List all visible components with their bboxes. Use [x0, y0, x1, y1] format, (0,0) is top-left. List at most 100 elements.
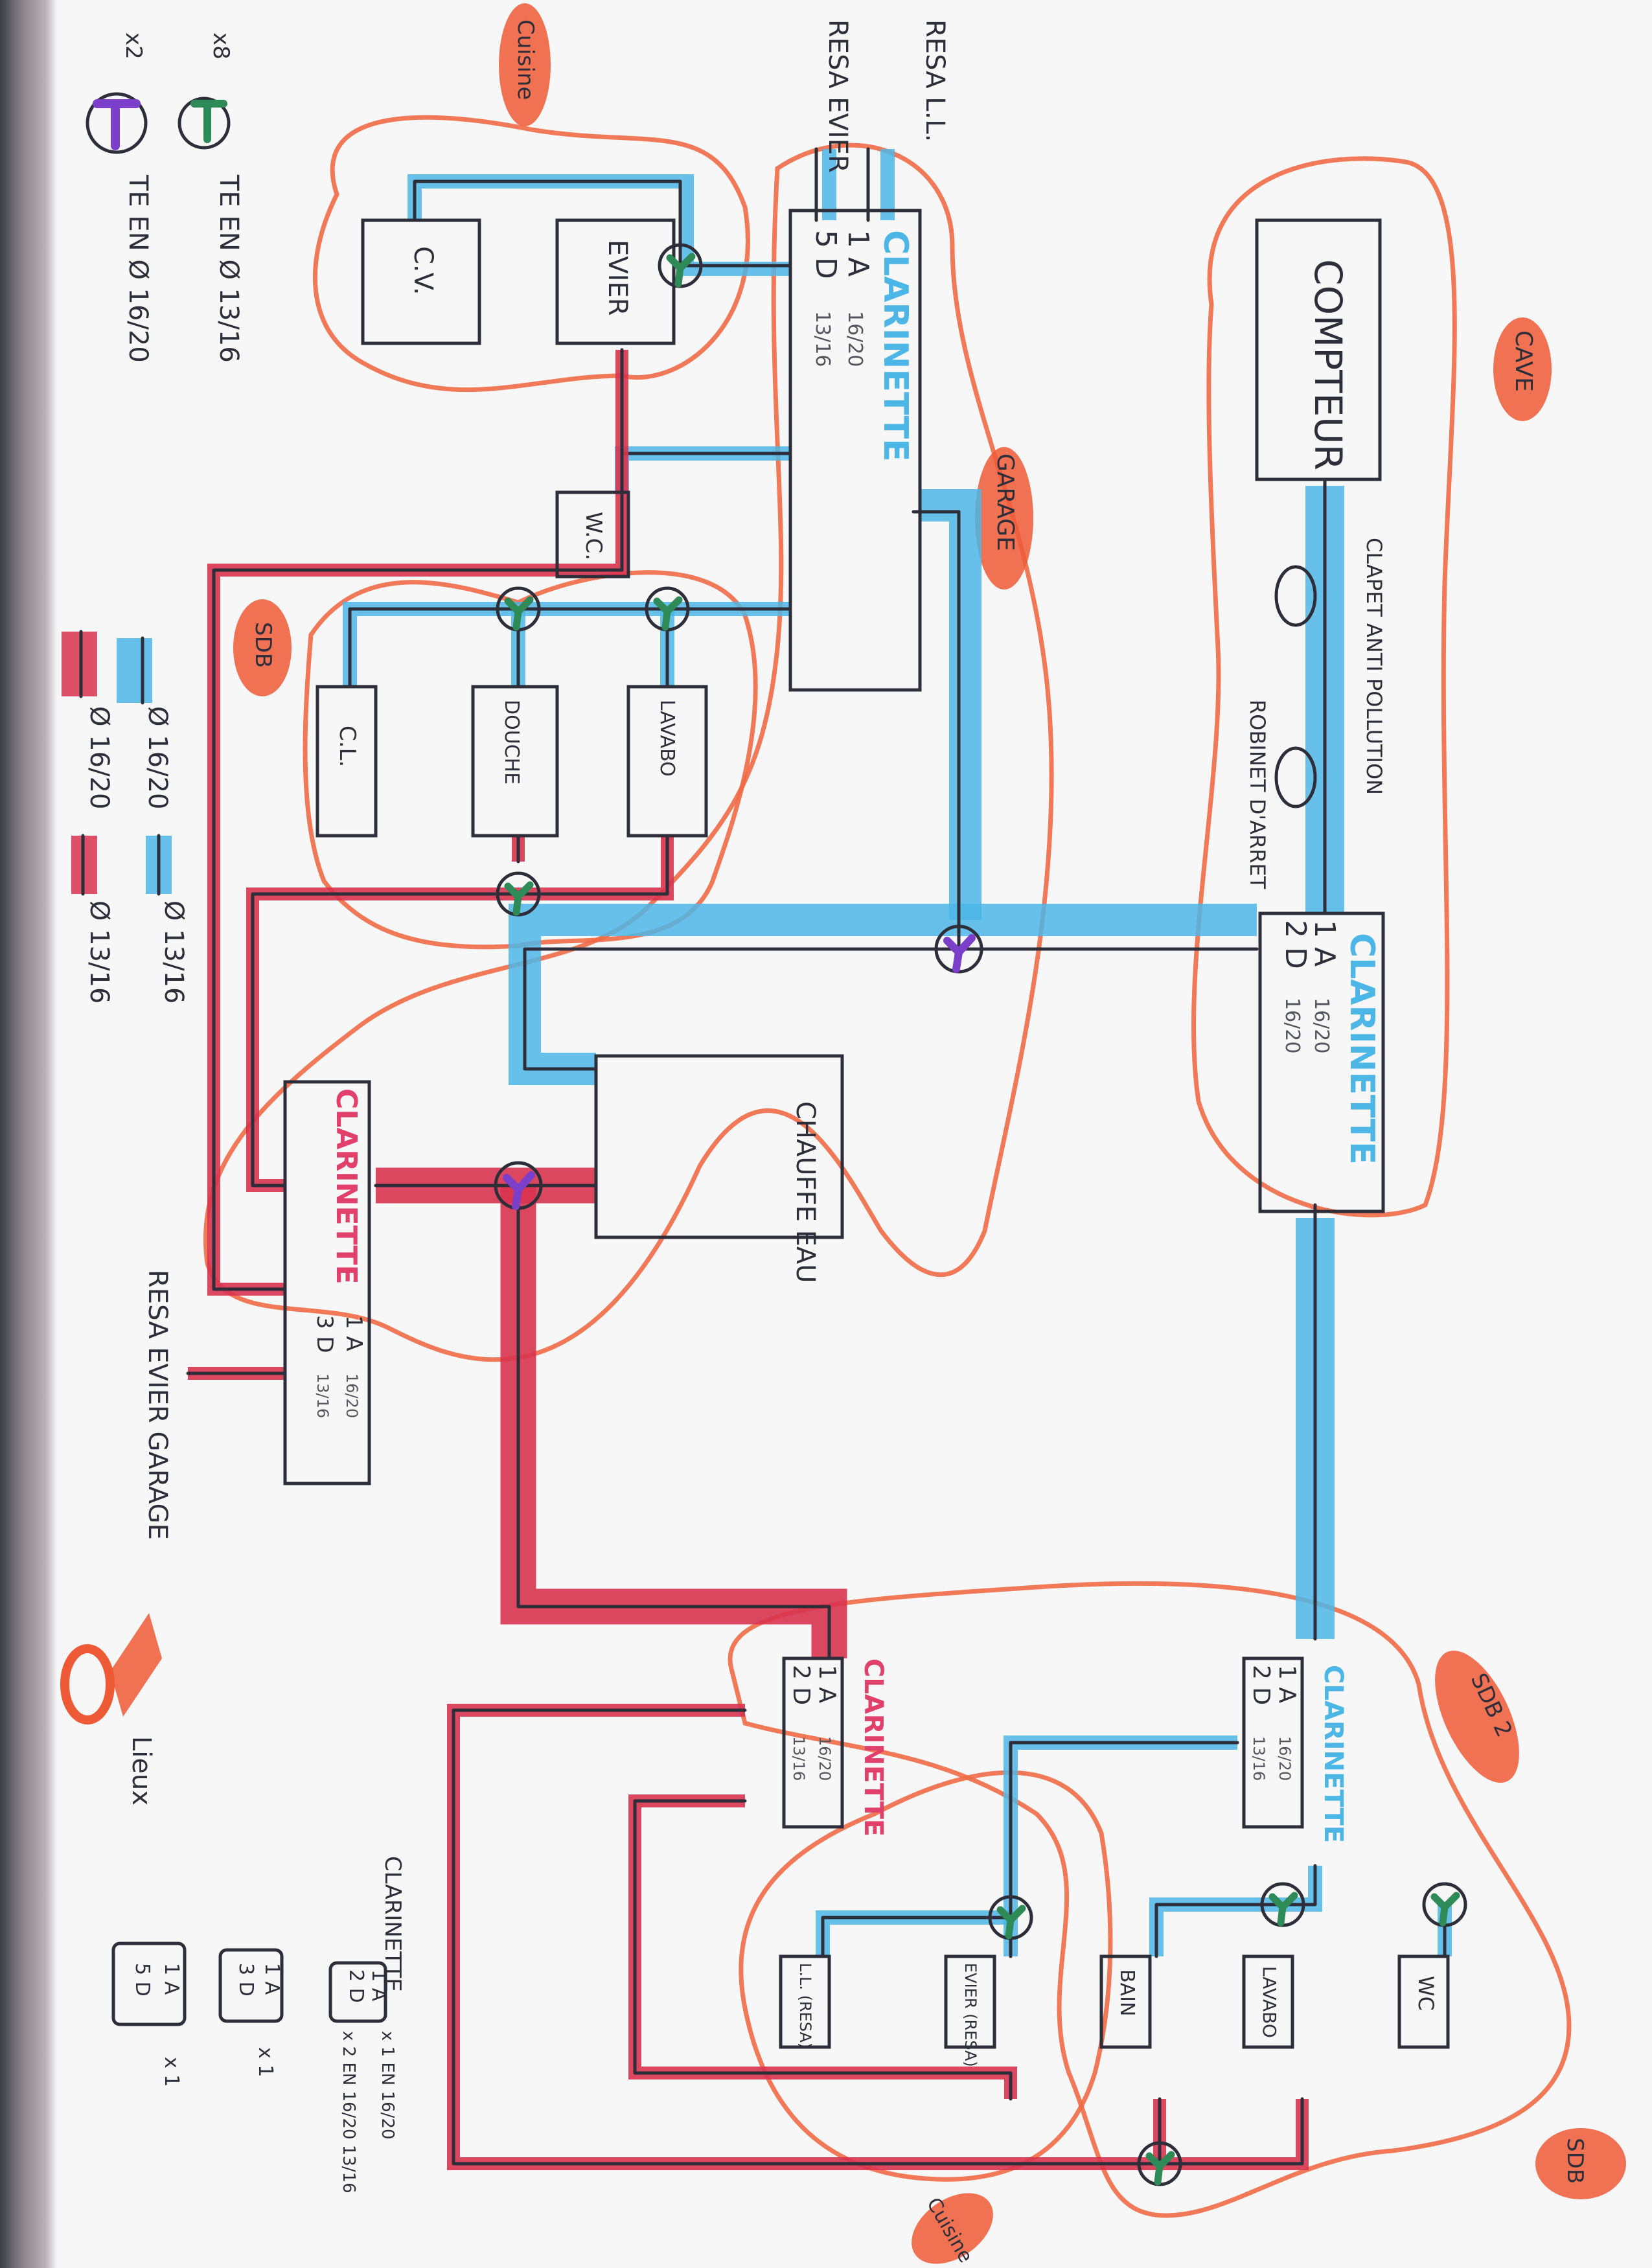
tee-13-icon — [645, 586, 690, 632]
zone-tag-sdb-bottom — [1535, 2128, 1626, 2199]
tee-16-icon — [494, 1161, 543, 1210]
clarinette-main-cold-line2: 2 D — [1279, 920, 1312, 969]
clarinette-main-cold-line1: 1 A — [1308, 920, 1341, 967]
bom-item-1-qty: x 1 EN 16/20 — [378, 2031, 397, 2140]
lavabo-top-label: LAVABO — [656, 700, 678, 777]
tee-13-icon — [496, 871, 541, 917]
cv-box — [361, 218, 481, 345]
clarinette-garage-cold: CLARINETTE 1 A 16/20 5 D 13/16 — [809, 230, 915, 462]
zone-tag-garage — [975, 447, 1033, 590]
legend-heat-symbol: Lieux — [60, 1613, 162, 1805]
resa-evier-label: RESA EVIER — [823, 19, 853, 173]
zone-tag-sdb-ground — [233, 599, 292, 696]
tee-16-icon — [934, 924, 983, 974]
zone-label-sdb-bottom: SDB — [1562, 2138, 1588, 2184]
clarinette-upstairs-cold-line1-size: 16/20 — [1276, 1736, 1294, 1781]
clarinette-ground-hot-line2-size: 13/16 — [314, 1373, 332, 1418]
clarinette-upstairs-hot-title: CLARINETTE — [858, 1658, 888, 1837]
resa-evier-garage-label: RESA EVIER GARAGE — [143, 1270, 172, 1540]
clarinette-ground-hot-line1-size: 16/20 — [343, 1373, 361, 1418]
clarinette-ground-hot-line1: 1 A — [341, 1315, 367, 1351]
bom-item-2-qty: x 1 — [254, 2047, 277, 2077]
legend-tee-13-label: TE EN Ø 13/16 — [214, 174, 244, 363]
ll-cuisine-label: L.L. (RESA) — [796, 1963, 814, 2048]
douche-box — [471, 685, 559, 838]
legend-tee-16-qty: x2 — [120, 32, 146, 60]
bom-item-2-line2: 3 D — [235, 1963, 257, 1997]
wc-top-label: W.C. — [580, 512, 606, 560]
cl-sdb-box — [315, 685, 378, 838]
clarinette-main-cold-box — [1258, 911, 1385, 1213]
clarinette-garage-cold-line1: 1 A — [842, 230, 875, 277]
lavabo-top-box — [626, 685, 708, 838]
clarinette-upstairs-cold: CLARINETTE 1 A 16/20 2 D 13/16 — [1248, 1665, 1348, 1843]
bom-item-3-line1: 1 A — [160, 1963, 183, 1995]
zone-label-garage: GARAGE — [992, 453, 1018, 551]
wc-top-box — [555, 490, 630, 578]
tee-13-icon — [1260, 1882, 1305, 1927]
tee-13-icon — [658, 243, 703, 288]
legend-heat-label: Lieux — [126, 1736, 156, 1805]
clarinette-garage-cold-box — [788, 209, 922, 692]
clarinette-upstairs-hot-line1-size: 16/20 — [816, 1736, 834, 1781]
clarinette-upstairs-hot-line2-size: 13/16 — [790, 1736, 808, 1781]
clarinette-upstairs-cold-box — [1242, 1656, 1304, 1829]
zone-tag-cuisine-top — [499, 3, 551, 126]
legend-tee-16: x2 TE EN Ø 16/20 — [86, 32, 153, 363]
compteur-box — [1255, 218, 1382, 481]
legend-pipe-13: Ø 13/16 Ø 13/16 — [71, 834, 189, 1003]
zone-garage-outline — [203, 143, 1054, 1362]
cl-sdb-label: C.L. — [334, 726, 360, 767]
clarinette-garage-cold-line2-size: 13/16 — [811, 311, 834, 367]
zone-cave-outline — [1191, 156, 1457, 1218]
zone-sdb2-outline — [728, 1581, 1572, 2218]
clarinette-upstairs-hot-line2: 2 D — [788, 1665, 814, 1705]
evier-cuisine-label: EVIER (RESA) — [961, 1963, 980, 2067]
compteur-label: COMPTEUR — [1306, 259, 1350, 470]
clarinette-main-cold-title: CLARINETTE — [1342, 933, 1381, 1165]
zone-label-sdb-ground: SDB — [250, 622, 276, 668]
legend-tee-13: x8 TE EN Ø 13/16 — [178, 32, 244, 363]
tee-fittings — [494, 243, 1467, 2186]
clarinette-main-cold: CLARINETTE 1 A 16/20 2 D 16/20 — [1279, 920, 1381, 1165]
zone-tag-cave — [1493, 317, 1552, 421]
tee-13-icon — [496, 586, 541, 632]
bom-item-1-line2: 2 D — [345, 1969, 367, 2003]
evier-cuisine-box — [944, 1954, 996, 2049]
zone-label-cave: CAVE — [1510, 330, 1537, 392]
legend-tee-13-qty: x8 — [208, 32, 234, 60]
clapet-label: CLAPET ANTI POLLUTION — [1362, 538, 1386, 795]
clarinette-upstairs-hot-box — [782, 1656, 844, 1829]
clarinette-upstairs-hot: CLARINETTE 1 A 16/20 2 D 13/16 — [788, 1658, 888, 1837]
chauffe-eau-box — [594, 1054, 844, 1239]
legend-pipe-hot-16-label: Ø 16/20 — [84, 706, 114, 809]
clarinette-upstairs-cold-line2: 2 D — [1248, 1665, 1274, 1705]
bom-item-2-line1: 1 A — [260, 1963, 283, 1995]
bill-of-materials: CLARINETTE 1 A 2 D x 1 EN 16/20 x 2 EN 1… — [111, 1856, 406, 2194]
douche-label: DOUCHE — [500, 700, 523, 785]
bain-label: BAIN — [1116, 1969, 1138, 2016]
legend-pipe-16: Ø 16/20 Ø 16/20 — [62, 630, 172, 809]
robinet-arret-icon — [1274, 746, 1317, 808]
clarinette-upstairs-hot-line1: 1 A — [814, 1665, 840, 1703]
bom-item-1-line1: 1 A — [367, 1969, 390, 2002]
clarinette-ground-hot: CLARINETTE 1 A 16/20 3 D 13/16 — [312, 1088, 367, 1418]
clarinette-garage-cold-line1-size: 16/20 — [843, 311, 866, 367]
clarinette-main-cold-line1-size: 16/20 — [1310, 998, 1333, 1053]
clarinette-upstairs-cold-line2-size: 13/16 — [1250, 1736, 1268, 1781]
legend-tee-16-label: TE EN Ø 16/20 — [123, 174, 153, 363]
clarinette-upstairs-cold-line1: 1 A — [1274, 1665, 1300, 1703]
bom-item-3-qty: x 1 — [160, 2057, 183, 2087]
clarinette-ground-hot-line2: 3 D — [312, 1315, 338, 1353]
chauffe-eau-label: CHAUFFE EAU — [790, 1101, 820, 1283]
clapet-anti-pollution-icon — [1274, 565, 1317, 627]
bain-box — [1099, 1954, 1152, 2049]
wc-bottom-box — [1397, 1954, 1450, 2049]
evier-box — [555, 218, 676, 345]
clarinette-garage-cold-title: CLARINETTE — [876, 230, 915, 462]
clarinette-garage-cold-line2: 5 D — [809, 230, 842, 279]
clarinette-main-cold-line2-size: 16/20 — [1281, 998, 1303, 1053]
clarinette-ground-hot-box — [283, 1080, 371, 1485]
tee-13-icon — [1422, 1882, 1467, 1927]
